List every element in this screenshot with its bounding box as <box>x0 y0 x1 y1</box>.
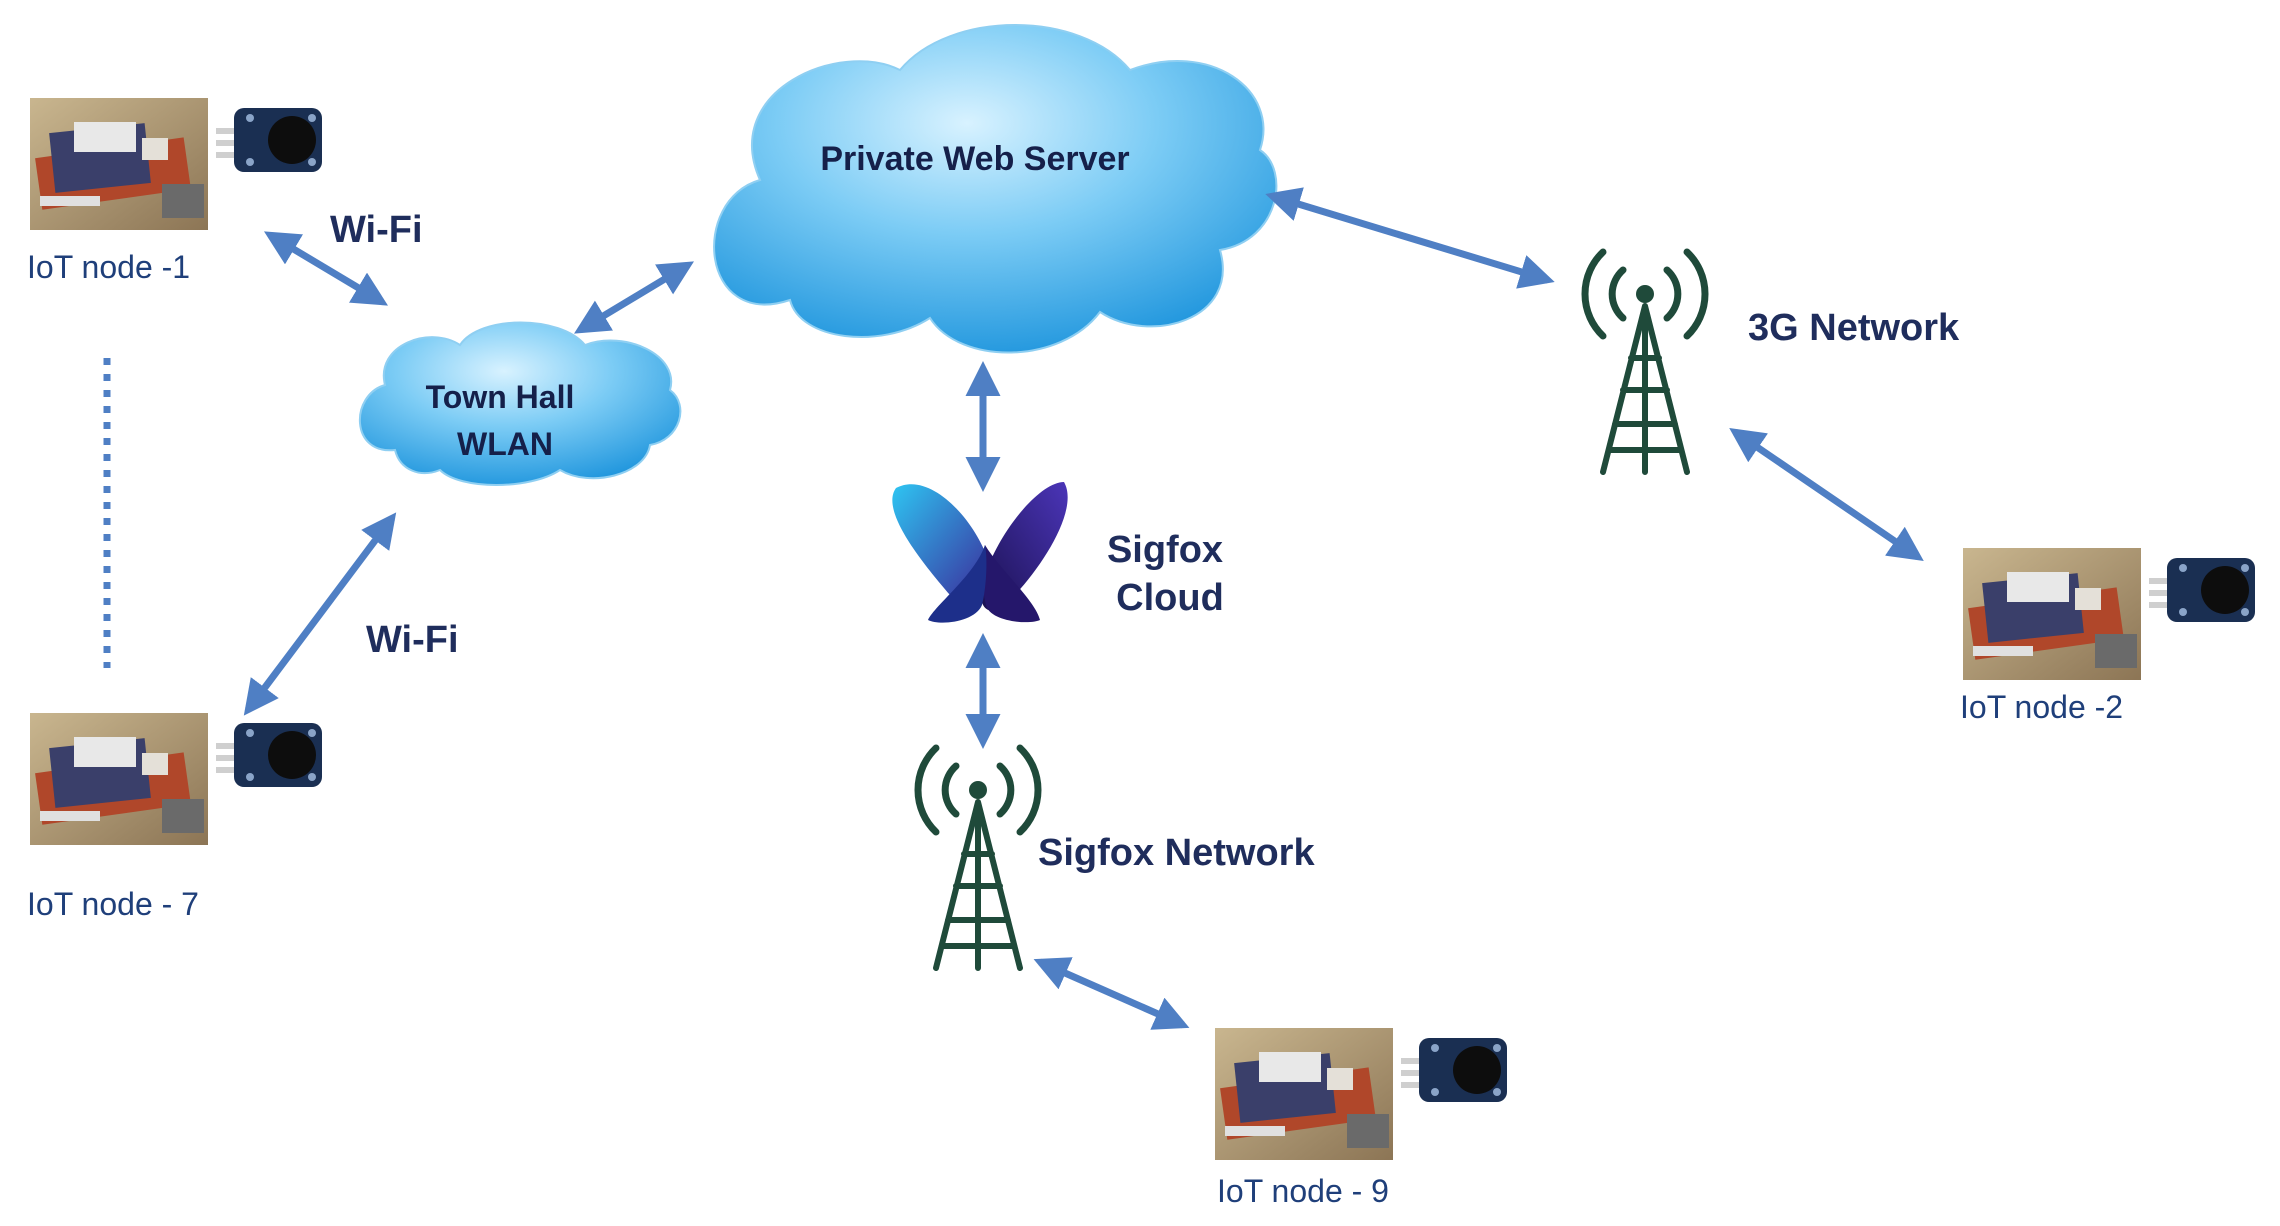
cell-tower-icon <box>1585 252 1705 472</box>
double-arrow-icon <box>1033 957 1190 1030</box>
iot-board-icon <box>1215 1028 1507 1160</box>
iot-node-9: IoT node - 9 <box>1215 1028 1507 1209</box>
sigfox-cloud-label-line1: Sigfox <box>1107 529 1223 571</box>
town-hall-wlan-cloud: Town Hall WLAN <box>359 321 682 486</box>
iot-board-icon <box>30 98 322 230</box>
iot-node-7-label: IoT node - 7 <box>27 886 199 922</box>
wifi-label-bottom: Wi-Fi <box>366 619 459 661</box>
3g-network-label: 3G Network <box>1748 307 1960 349</box>
private-web-server-label: Private Web Server <box>820 140 1129 178</box>
cell-tower-icon <box>918 748 1038 968</box>
cloud-icon <box>713 24 1278 354</box>
iot-board-icon <box>30 713 322 845</box>
double-arrow-icon <box>263 231 389 306</box>
double-arrow-icon <box>1265 187 1555 289</box>
private-web-server-cloud: Private Web Server <box>713 24 1278 354</box>
3g-tower: 3G Network <box>1585 252 1960 472</box>
cloud-icon <box>359 321 682 486</box>
iot-node-7: IoT node - 7 <box>27 713 322 922</box>
sigfox-network-label: Sigfox Network <box>1038 832 1315 874</box>
iot-node-2-label: IoT node -2 <box>1960 689 2123 725</box>
sigfox-cloud-label-line2: Cloud <box>1116 577 1224 619</box>
iot-node-1-label: IoT node -1 <box>27 249 190 285</box>
double-arrow-icon <box>574 261 694 334</box>
iot-node-1: IoT node -1 <box>27 98 322 285</box>
wifi-label-top: Wi-Fi <box>330 209 423 251</box>
sigfox-cloud: Sigfox Cloud <box>892 482 1224 623</box>
sigfox-logo-icon <box>892 482 1068 623</box>
iot-node-9-label: IoT node - 9 <box>1217 1173 1389 1209</box>
wlan-label-line1: Town Hall <box>426 379 575 415</box>
double-arrow-icon <box>1729 428 1924 561</box>
iot-node-2: IoT node -2 <box>1960 548 2255 725</box>
double-arrow-icon <box>243 512 397 716</box>
iot-board-icon <box>1963 548 2255 680</box>
wlan-label-line2: WLAN <box>457 426 553 462</box>
sigfox-tower: Sigfox Network <box>918 748 1315 968</box>
